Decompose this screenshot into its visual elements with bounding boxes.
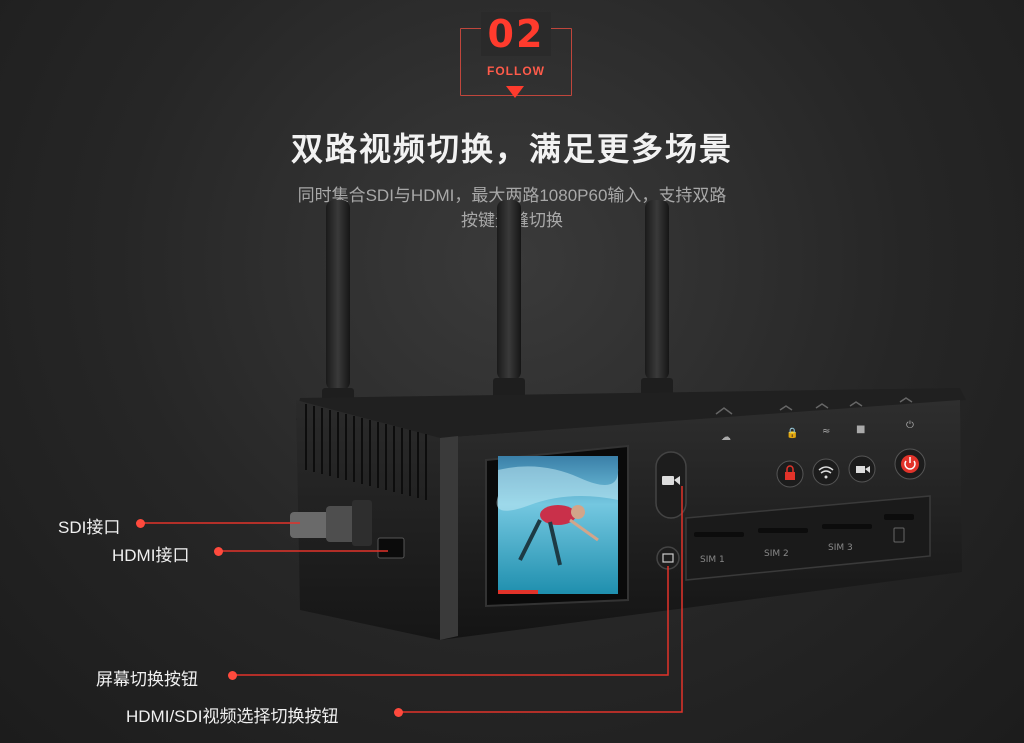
callout-hdmi-dot bbox=[214, 547, 223, 556]
badge-word: FOLLOW bbox=[487, 64, 545, 78]
callout-video-select-label: HDMI/SDI视频选择切换按钮 bbox=[126, 707, 339, 726]
badge-number: 02 bbox=[460, 12, 572, 56]
callout-hdmi-label: HDMI接口 bbox=[112, 546, 190, 565]
lock-indicator-icon: 🔒 bbox=[786, 427, 798, 439]
lock-button bbox=[776, 460, 804, 488]
cloud-icon: ☁ bbox=[721, 432, 731, 443]
power-indicator-icon: ⏻ bbox=[906, 420, 914, 431]
hdmi-port bbox=[377, 537, 405, 559]
antenna-right bbox=[641, 200, 673, 398]
video-select-button bbox=[655, 451, 687, 519]
antenna-center bbox=[493, 200, 525, 398]
led-row bbox=[715, 397, 913, 415]
badge-arrow-icon bbox=[506, 86, 524, 98]
callout-screen-switch-dot bbox=[228, 671, 237, 680]
sim-panel bbox=[685, 495, 931, 581]
power-button bbox=[894, 448, 926, 480]
subtitle-line-1: 同时集合SDI与HDMI，最大两路1080P60输入，支持双路 bbox=[297, 186, 727, 205]
camera-button bbox=[848, 455, 876, 483]
antenna-left bbox=[322, 200, 354, 408]
section-badge: 02 FOLLOW bbox=[460, 12, 572, 98]
screen-switch-button bbox=[656, 546, 680, 570]
wifi-button bbox=[812, 458, 840, 486]
sim-slot-2-label: SIM 2 bbox=[764, 549, 789, 559]
preview-screen bbox=[485, 444, 629, 608]
callout-screen-switch-label: 屏幕切换按钮 bbox=[96, 670, 198, 689]
diver-figure bbox=[518, 505, 599, 566]
callout-sdi-label: SDI接口 bbox=[58, 518, 121, 537]
camera-indicator-icon: ■ bbox=[856, 424, 865, 435]
sim-slot-3-label: SIM 3 bbox=[828, 543, 853, 553]
callout-lines bbox=[140, 486, 683, 713]
sim-slot-1-label: SIM 1 bbox=[700, 555, 725, 565]
callout-video-select-dot bbox=[394, 708, 403, 717]
sdi-connector bbox=[290, 500, 372, 546]
wifi-indicator-icon: ≈ bbox=[822, 426, 830, 437]
callout-sdi-dot bbox=[136, 519, 145, 528]
page-title: 双路视频切换，满足更多场景 bbox=[290, 131, 733, 167]
